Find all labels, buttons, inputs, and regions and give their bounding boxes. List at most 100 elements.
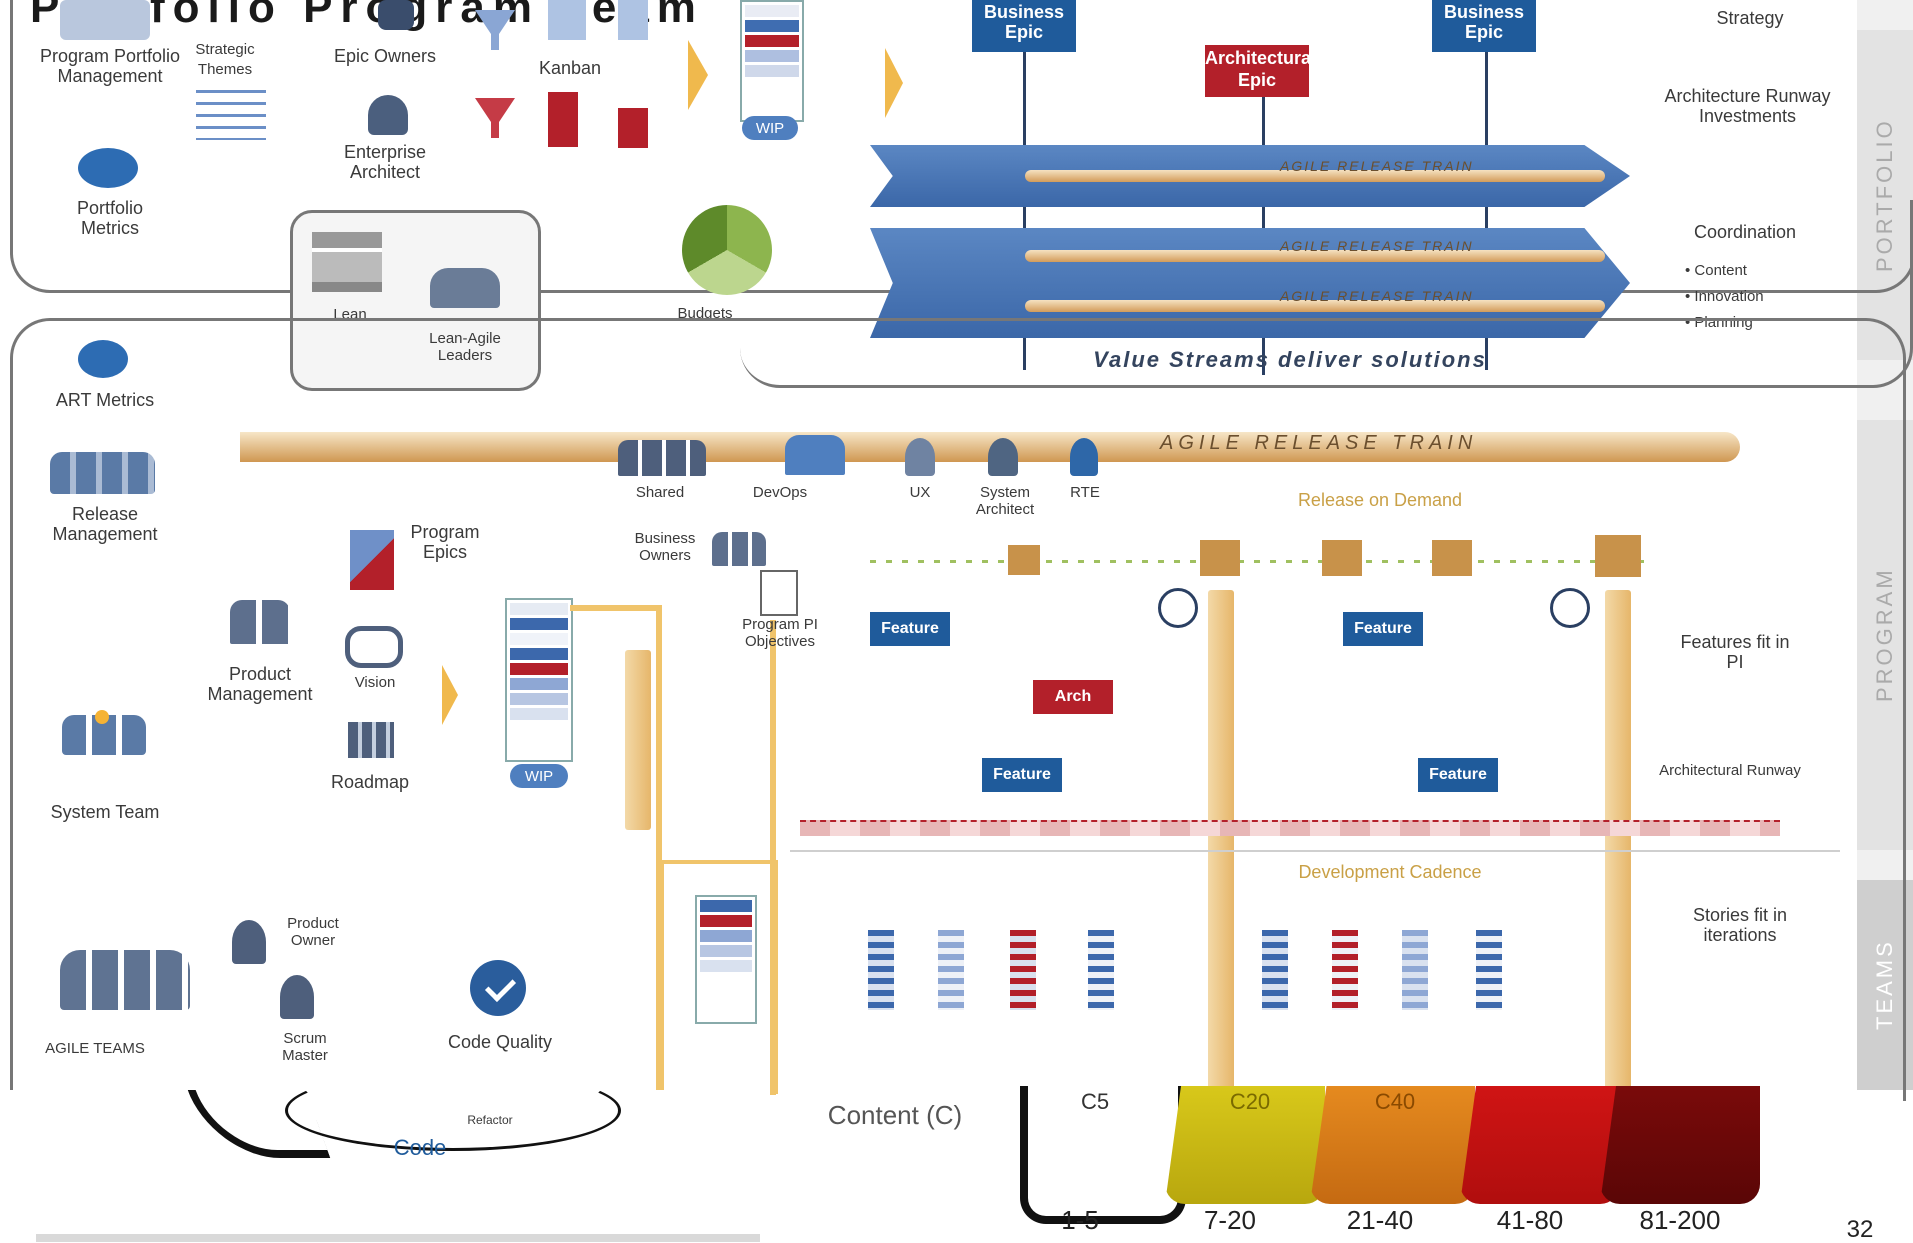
refactor-loop-label: Refactor (467, 1113, 513, 1127)
complexity-segment-3 (1310, 1086, 1475, 1204)
complexity-range-4: 41-80 (1496, 1205, 1564, 1235)
development-cadence-label: Development Cadence (1298, 862, 1482, 882)
complexity-range-3: 21-40 (1346, 1205, 1414, 1235)
value-streams-caption: Value Streams deliver solutions (1093, 347, 1487, 372)
portfolio-wip-label: WIP (755, 120, 785, 137)
roadmap-icon (348, 722, 394, 758)
team-backlog-frame (660, 860, 778, 1094)
system-team-label: System Team (50, 802, 160, 822)
portfolio-metrics-icon (78, 148, 138, 188)
kanban-box-4 (618, 0, 648, 40)
kanban-box-1 (548, 92, 578, 147)
team-divider (790, 850, 1840, 852)
art-metrics-label: ART Metrics (55, 390, 155, 410)
portfolio-metrics-label: Portfolio Metrics (76, 198, 144, 238)
release-management-icon (50, 452, 155, 494)
complexity-range-1: 1-5 (1061, 1205, 1099, 1235)
stories-fit-label: Stories fit in iterations (1692, 905, 1788, 945)
art-rail-1 (1025, 170, 1605, 182)
pi-clock-icon-1 (1158, 588, 1198, 628)
program-wip-label: WIP (524, 768, 554, 785)
devops-people-icon (785, 435, 845, 475)
shared-label: Shared (635, 484, 685, 501)
enterprise-architect-icon (368, 95, 408, 135)
pi-pillar-1 (1208, 590, 1234, 1090)
program-backlog-stack (505, 598, 573, 762)
refactor-panel-bottom-border (36, 1234, 760, 1242)
release-box-2 (1200, 540, 1240, 576)
architectural-runway-label: Architectural Runway (1659, 762, 1801, 779)
devops-label: DevOps (752, 484, 808, 501)
code-quality-icon (470, 960, 526, 1016)
enterprise-architect-label: Enterprise Architect (343, 142, 427, 182)
program-epics-icon (350, 530, 394, 590)
complexity-seg2-label: C20 (1229, 1089, 1271, 1114)
backlog-connector (570, 605, 662, 611)
shared-people-icon (618, 440, 706, 476)
strategy-label: Strategy (1716, 8, 1784, 28)
code-label: Code (393, 1135, 447, 1160)
feature-tag-1: Feature (870, 612, 950, 646)
system-demo-pillar-1 (625, 650, 651, 830)
system-team-sun-icon (95, 710, 109, 724)
coordination-innovation: • Innovation (1685, 288, 1764, 305)
art-rail-2 (1025, 250, 1605, 262)
vision-label: Vision (354, 674, 396, 691)
features-fit-label: Features fit in PI (1680, 632, 1790, 672)
art-banner-text: AGILE RELEASE TRAIN (1160, 432, 1478, 454)
release-box-1 (1008, 545, 1040, 575)
code-quality-label: Code Quality (447, 1032, 553, 1052)
feature-tag-2: Feature (1343, 612, 1423, 646)
complexity-segment-4 (1460, 1086, 1620, 1204)
iteration-mini-stack-8 (1476, 930, 1502, 1010)
release-management-label: Release Management (52, 504, 158, 544)
business-epic-tag-1: Business Epic (972, 0, 1076, 52)
program-portfolio-management-label: Program Portfolio Management (39, 46, 181, 86)
release-box-3 (1322, 540, 1362, 576)
portfolio-wip-badge (742, 116, 798, 140)
iteration-mini-stack-1 (868, 930, 894, 1010)
kanban-label: Kanban (538, 58, 602, 78)
complexity-seg3-label: C40 (1374, 1089, 1416, 1114)
lean-building-icon (312, 232, 382, 292)
iteration-mini-stack-2 (938, 930, 964, 1010)
system-architect-icon (988, 438, 1018, 476)
system-architect-label: System Architect (975, 484, 1035, 518)
refactor-panel: Refactor Code (0, 1070, 760, 1242)
coordination-content: • Content (1685, 262, 1747, 279)
budgets-pie-icon (682, 205, 772, 295)
art-rail-3 (1025, 300, 1605, 312)
pi-pillar-2 (1605, 590, 1631, 1090)
arch-tag: Arch (1033, 680, 1113, 714)
iteration-mini-stack-3 (1010, 930, 1036, 1010)
product-owner-icon (232, 920, 266, 964)
iteration-mini-stack-7 (1402, 930, 1428, 1010)
coordination-label: Coordination (1693, 222, 1797, 242)
ux-label: UX (909, 484, 931, 501)
pi-clock-icon-2 (1550, 588, 1590, 628)
refactor-loop-ellipse (285, 1070, 621, 1151)
architectural-epic-tag: Architectural Epic (1205, 45, 1316, 97)
release-box-4 (1432, 540, 1472, 576)
architectural-runway-line (800, 820, 1780, 836)
program-wip-badge (510, 764, 568, 788)
agile-teams-icon (60, 950, 190, 1010)
release-box-5 (1595, 535, 1641, 577)
pi-objectives-doc-icon (760, 570, 798, 616)
complexity-segment-2 (1165, 1086, 1325, 1204)
scrum-master-icon (280, 975, 314, 1019)
art-metrics-icon (78, 340, 128, 378)
epic-owners-icon (378, 0, 414, 30)
team-backlog-stack (695, 895, 757, 1024)
iteration-mini-stack-5 (1262, 930, 1288, 1010)
product-management-icon (230, 600, 290, 644)
iteration-mini-stack-4 (1088, 930, 1114, 1010)
business-epic-tag-2: Business Epic (1432, 0, 1536, 52)
ux-person-icon (905, 438, 935, 476)
complexity-range-5: 81-200 (1639, 1205, 1721, 1235)
complexity-segment-5 (1600, 1086, 1760, 1204)
pi-objectives-vertical (770, 620, 776, 1095)
portfolio-management-icon (60, 0, 150, 40)
backlog-connector-vertical (656, 605, 662, 1095)
business-owners-icon (712, 532, 766, 566)
